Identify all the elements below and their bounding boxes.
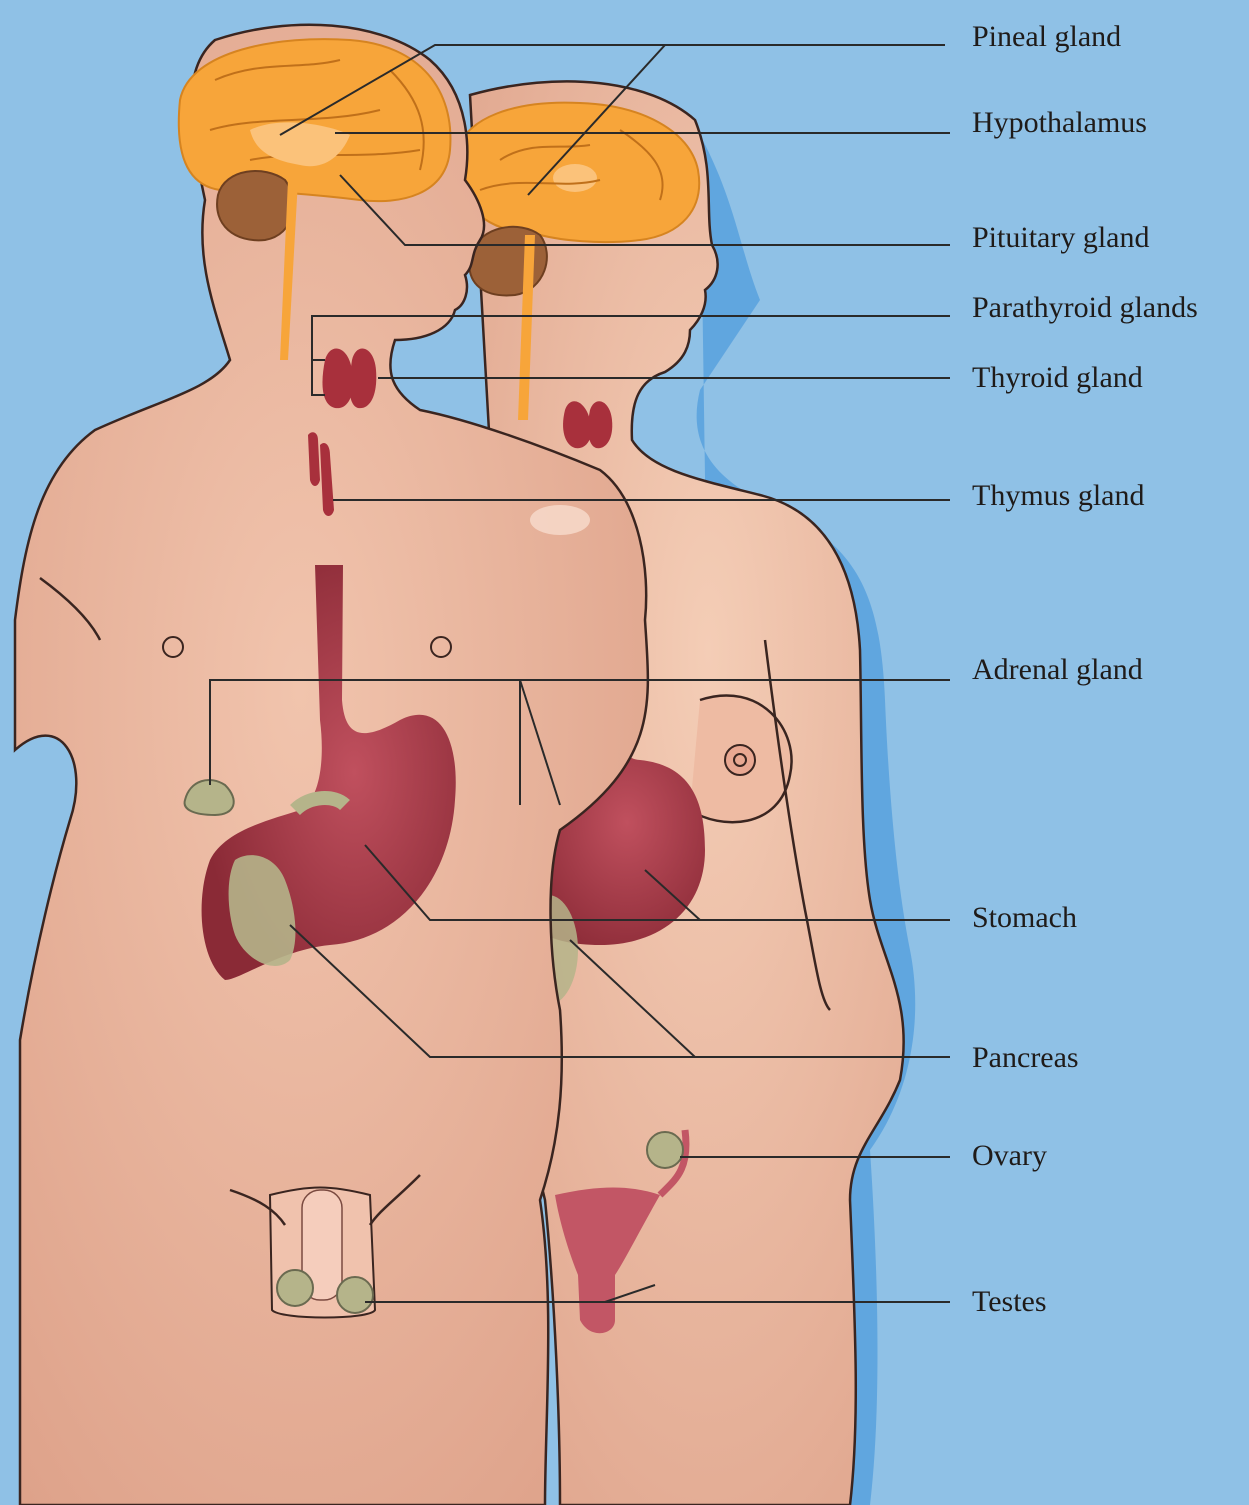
label-thyroid-gland: Thyroid gland	[972, 363, 1143, 393]
label-parathyroid-glands: Parathyroid glands	[972, 293, 1198, 323]
label-thymus-gland: Thymus gland	[972, 481, 1145, 511]
label-pituitary-gland: Pituitary gland	[972, 223, 1149, 253]
label-stomach: Stomach	[972, 903, 1077, 933]
label-pancreas: Pancreas	[972, 1043, 1079, 1073]
label-adrenal-gland: Adrenal gland	[972, 655, 1143, 685]
label-ovary: Ovary	[972, 1141, 1047, 1171]
label-pineal-gland: Pineal gland	[972, 22, 1121, 52]
label-hypothalamus: Hypothalamus	[972, 108, 1147, 138]
label-testes: Testes	[972, 1287, 1047, 1317]
